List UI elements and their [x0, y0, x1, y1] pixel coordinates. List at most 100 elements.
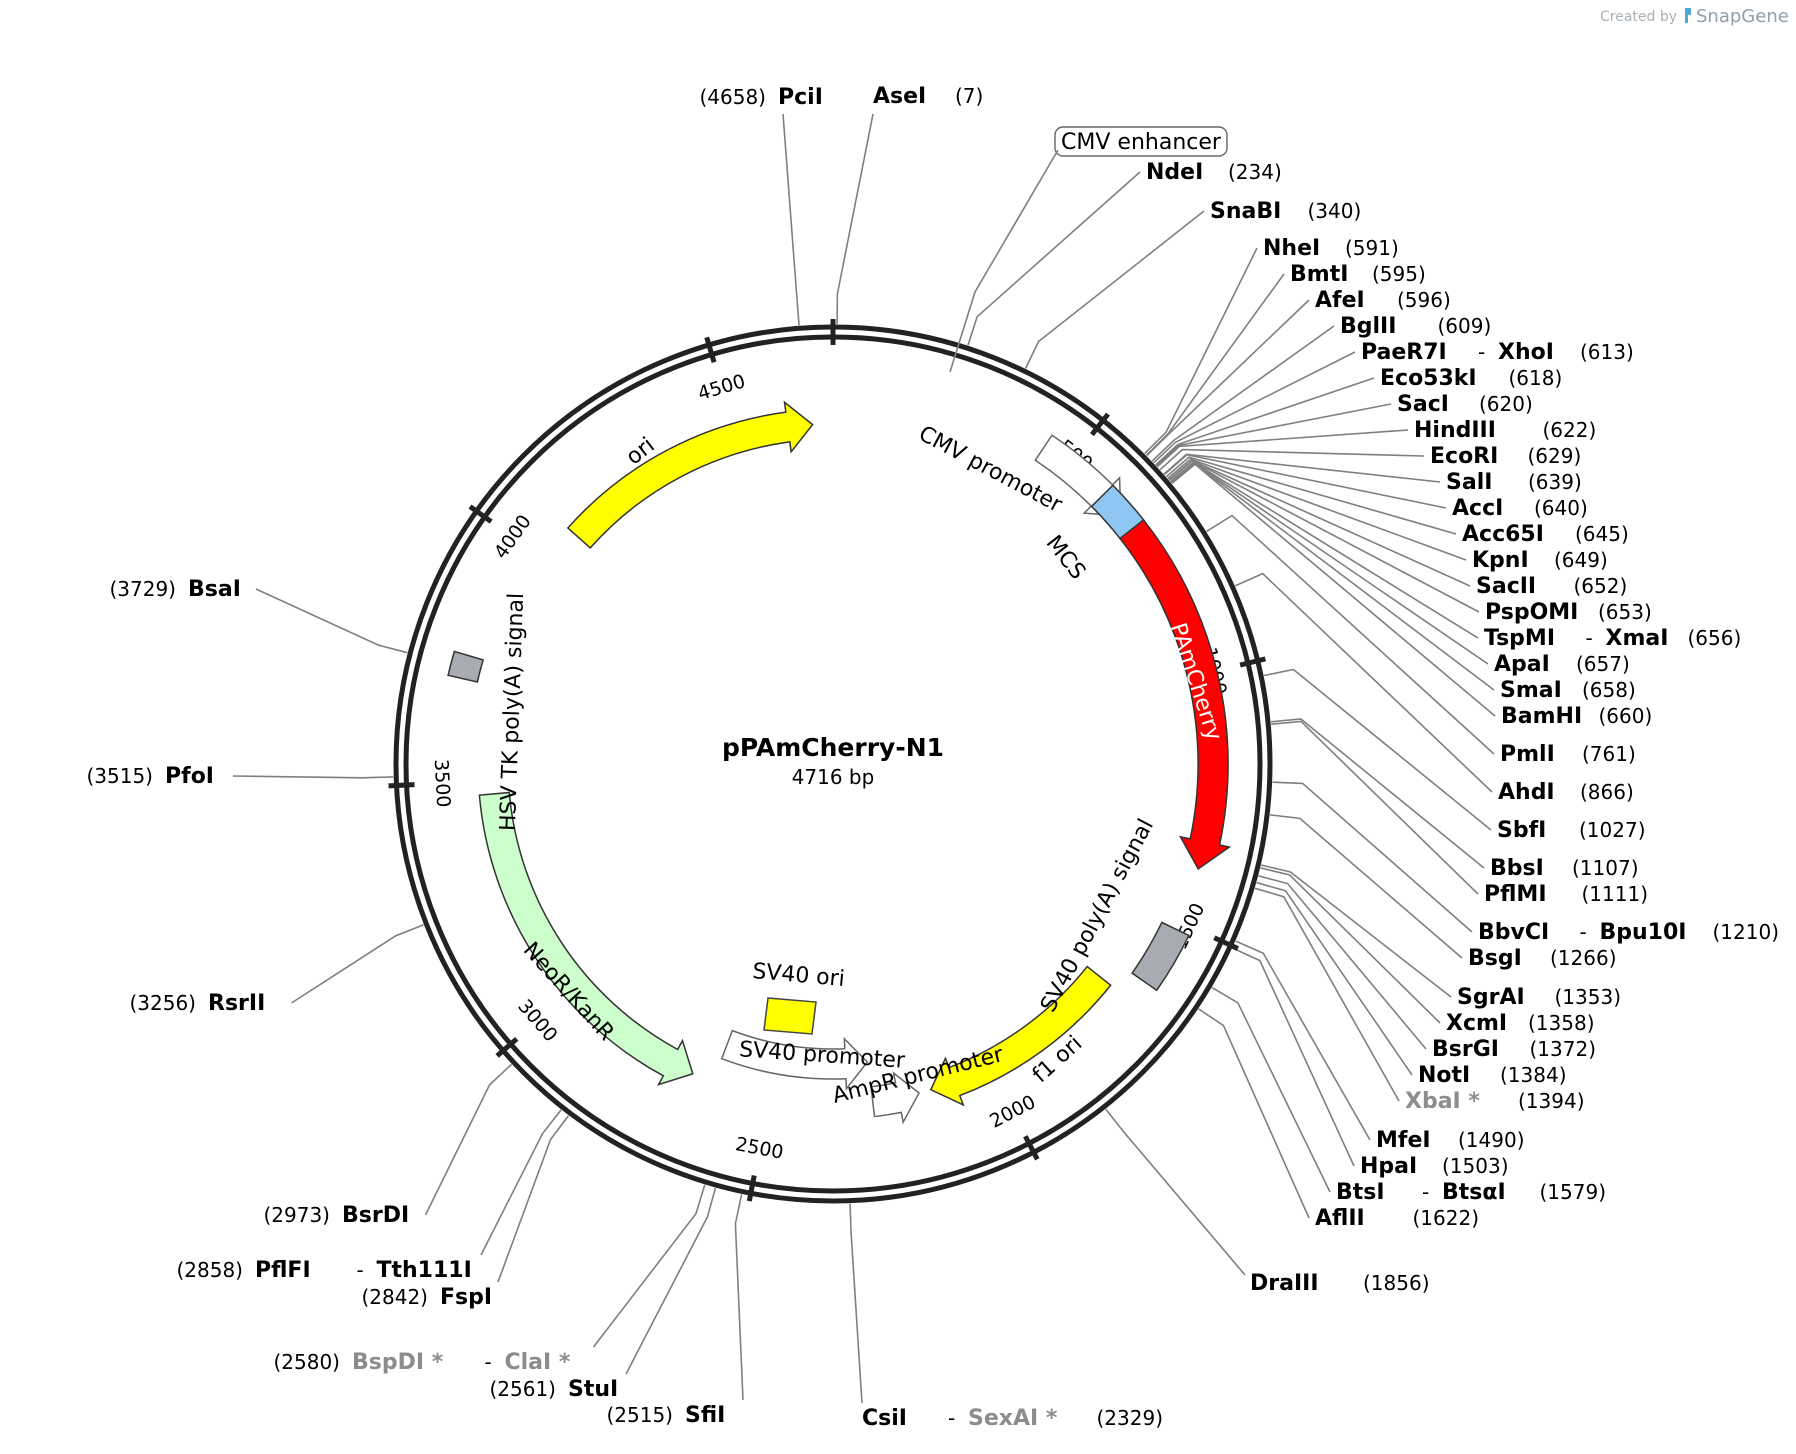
site-position: (1358) [1528, 1011, 1595, 1035]
site-position: (1490) [1458, 1128, 1525, 1152]
site-leader-saci [1155, 403, 1392, 467]
site-leader-sfii [734, 1194, 744, 1401]
site-position: (3515) [86, 764, 153, 788]
site-position: (596) [1397, 288, 1451, 312]
site-position: (645) [1575, 522, 1629, 546]
site-position: (652) [1574, 574, 1628, 598]
site-position: (613) [1580, 340, 1634, 364]
site-name: TspMI [1484, 626, 1555, 651]
site-leader-mfei [1235, 940, 1371, 1141]
site-name: ClaI * [505, 1350, 571, 1375]
site-position: (234) [1228, 160, 1282, 184]
site-name: XcmI [1446, 1011, 1507, 1036]
site-leader-nhei [1144, 247, 1258, 455]
snapgene-brand-text: SnapGene [1696, 6, 1789, 27]
ring-tick [1089, 412, 1110, 437]
site-acc65i: Acc65I (645) [1462, 522, 1629, 547]
site-leader-bsai [255, 588, 408, 654]
site-leader-bbsi [1270, 718, 1485, 869]
site-leader-pcii [782, 113, 800, 326]
site-name: NheI [1263, 236, 1320, 261]
site-pcii: (4658)PciI [699, 85, 822, 110]
site-name: BsgI [1468, 946, 1522, 971]
tick-label: 2000 [986, 1091, 1039, 1133]
site-position: (2329) [1097, 1406, 1164, 1430]
site-position: (591) [1345, 236, 1399, 260]
site-leader-aflii [1198, 1008, 1310, 1219]
site-position: (629) [1528, 444, 1582, 468]
site-leader-sbfi [1263, 668, 1492, 831]
site-position: (2515) [606, 1403, 673, 1427]
site-position: (2580) [273, 1350, 340, 1374]
site-bmti: BmtI(595) [1290, 262, 1426, 287]
site-position: (640) [1534, 496, 1588, 520]
site-leader-smai [1170, 462, 1495, 691]
site-name: StuI [568, 1377, 618, 1402]
tick-label: 4000 [490, 511, 536, 563]
f1-ori-feature [929, 965, 1112, 1107]
site-position: (1107) [1572, 856, 1639, 880]
site-name: PfoI [165, 764, 214, 789]
plasmid-center-label: pPAmCherry-N1 4716 bp [722, 733, 944, 789]
site-nhei: NheI (591) [1263, 236, 1399, 261]
site-position: (3256) [129, 991, 196, 1015]
site-position: (1266) [1550, 946, 1617, 970]
site-leader-afei [1146, 299, 1310, 457]
site-pmli: PmlI(761) [1500, 742, 1636, 767]
site-name: SmaI [1500, 678, 1562, 703]
site-name-separator: - [1586, 626, 1593, 650]
ampr-promoter-feature [870, 1071, 920, 1125]
site-name-separator: - [948, 1406, 955, 1430]
site-leader-hpai [1232, 947, 1355, 1167]
sv40-poly-a-signal-feature [1131, 921, 1190, 992]
site-leader-bbvci [1272, 781, 1473, 933]
site-name: BsrGI [1432, 1037, 1499, 1062]
site-name: ApaI [1494, 652, 1550, 677]
site-name: DraIII [1250, 1271, 1319, 1296]
site-position: (7) [955, 84, 983, 108]
ring-tick [468, 504, 493, 524]
site-position: (656) [1688, 626, 1742, 650]
site-name: Acc65I [1462, 522, 1544, 547]
site-position: (595) [1372, 262, 1426, 286]
site-position: (653) [1598, 600, 1652, 624]
site-smai: SmaI(658) [1500, 678, 1636, 703]
site-snabi: SnaBI(340) [1210, 199, 1361, 224]
site-name: AseI [873, 84, 926, 109]
plasmid-size: 4716 bp [792, 765, 875, 789]
snapgene-credit[interactable]: Created by SnapGene [1600, 6, 1789, 27]
site-leader-noti [1256, 881, 1413, 1076]
site-name: XmaI [1606, 626, 1669, 651]
pamcherry-feature [1118, 518, 1232, 871]
site-afei: AfeI(596) [1315, 288, 1451, 313]
site-saci: SacI(620) [1397, 392, 1533, 417]
site-position: (639) [1528, 470, 1582, 494]
site-sbfi: SbfI (1027) [1497, 818, 1646, 843]
site-pflmi: PflMI(1111) [1484, 882, 1648, 907]
site-bbsi: BbsI(1107) [1490, 856, 1639, 881]
mcs-label: MCS [1041, 531, 1090, 584]
site-ecori: EcoRI(629) [1430, 444, 1581, 469]
ring-tick [1023, 1135, 1040, 1161]
site-bsrgi: BsrGI(1372) [1432, 1037, 1596, 1062]
site-leader-ecori [1159, 448, 1425, 471]
site-position: (609) [1438, 314, 1492, 338]
hsv-tk-poly-a-signal-label: HSV TK poly(A) signal [496, 592, 529, 831]
site-position: (2858) [176, 1258, 243, 1282]
site-name: SbfI [1497, 818, 1546, 843]
sv40-ori-feature [763, 997, 817, 1035]
site-name: SfiI [685, 1403, 725, 1428]
site-name: BglII [1340, 314, 1396, 339]
site-name: Eco53kI [1380, 366, 1477, 391]
site-xcmi: XcmI (1358) [1446, 1011, 1595, 1036]
site-name: MfeI [1376, 1128, 1431, 1153]
site-leader-pflfi [480, 1109, 562, 1256]
site-name: PflMI [1484, 882, 1547, 907]
site-position: (4658) [699, 85, 766, 109]
site-name: AhdI [1498, 780, 1555, 805]
site-leader-bglii [1151, 325, 1335, 462]
site-aflii: AflII(1622) [1315, 1206, 1479, 1231]
site-position: (1027) [1579, 818, 1646, 842]
site-position: (618) [1509, 366, 1563, 390]
